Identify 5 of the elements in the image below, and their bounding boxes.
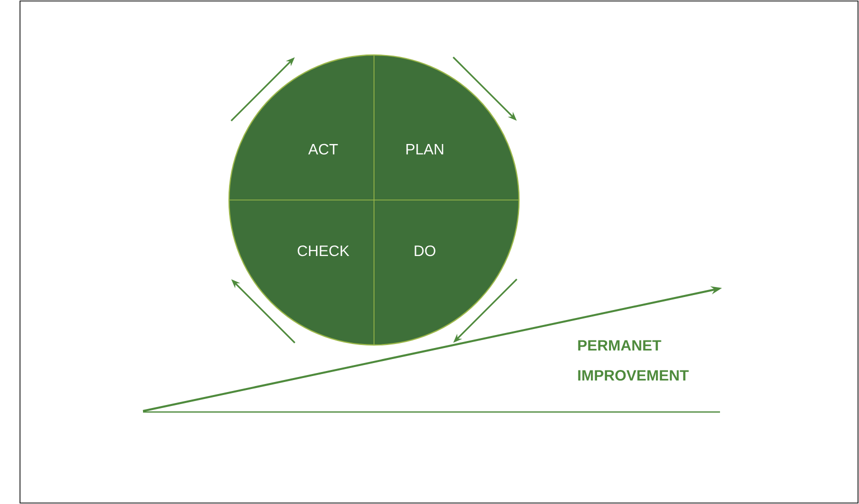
quadrant-label: PLAN: [406, 144, 444, 154]
quadrant-label: CHECK: [298, 246, 350, 256]
quadrant-label: DO: [414, 246, 436, 256]
improvement-label: PERMANET IMPROVEMENT: [578, 340, 689, 381]
quadrant-label: ACT: [308, 144, 338, 154]
